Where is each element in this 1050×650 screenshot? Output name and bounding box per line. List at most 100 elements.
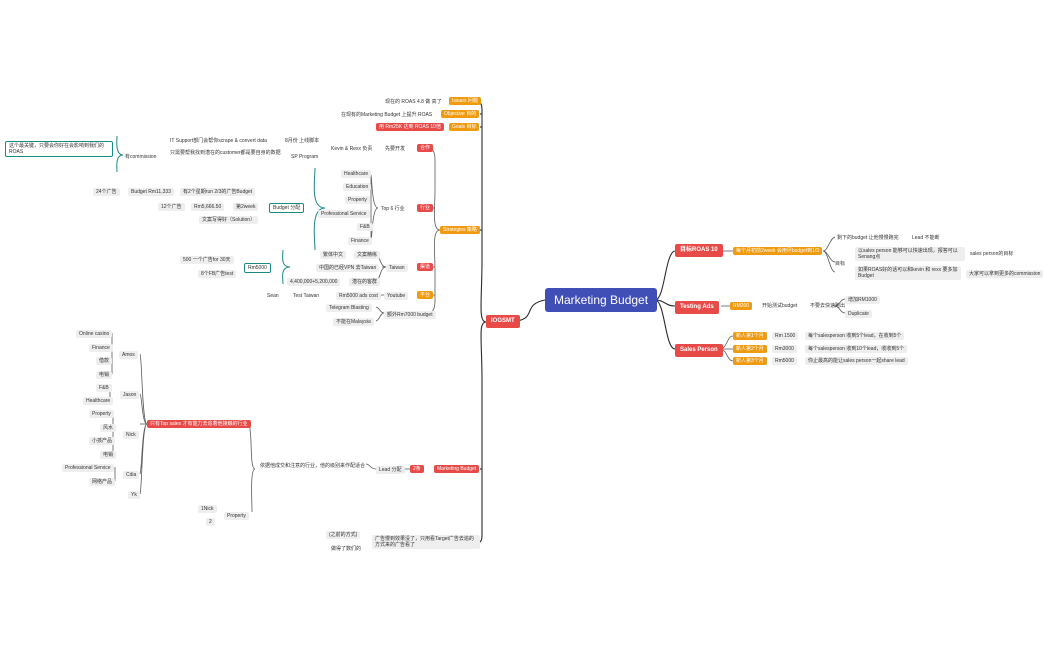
issues-text[interactable]: 现在的 ROAS 4.8 做 高了 (385, 99, 442, 105)
youtube-t2[interactable]: 额外Rm7000 budget (384, 311, 436, 319)
sales-month-2-text[interactable]: 每个salesperson 收到10个lead，收收到5个 (805, 345, 908, 353)
testing-tail[interactable]: 不要去快速跑出 (810, 303, 846, 309)
nick-item-2[interactable]: 风水 (100, 424, 117, 432)
cooperate-key-note[interactable]: 这个最关键，只要会你好在会影响到我们的ROAS (5, 141, 113, 157)
cooperate-commission[interactable]: 有commission (125, 154, 157, 160)
industry-item-property[interactable]: Property (345, 196, 370, 204)
sales-month-2-value[interactable]: Rm3000 (772, 345, 797, 353)
strategies-node[interactable]: Strategies 策略 (440, 226, 480, 234)
cooperate-it[interactable]: IT Support部门会帮你scrape & convert data (170, 138, 267, 144)
sales-month-3-text[interactable]: 你止最高的能让sales person一起share lead (805, 357, 908, 365)
property-item-1[interactable]: 1Nick (198, 505, 217, 513)
youtube-t1[interactable]: Telegram Blasting (326, 304, 372, 312)
taiwan-t1b[interactable]: 文案精练 (354, 251, 381, 259)
ads-note[interactable]: 广告慢到效果没了，只用看Target广告去追的方式来的广告看了 (372, 535, 480, 549)
goals-node[interactable]: Goals 目标 (449, 123, 480, 131)
roas-b[interactable]: 以sales person 能够可以快速出现，报答可以Senang点 (855, 247, 965, 261)
person-cdia[interactable]: Cdia (123, 471, 140, 479)
roas-c-tail[interactable]: 大家可以拿到更多的commission (966, 270, 1044, 278)
industry-item-fnb[interactable]: F&B (357, 223, 373, 231)
goals-text[interactable]: 用 Rm25K 达到 ROAS 10倍 (376, 123, 444, 131)
person-nick[interactable]: Nick (123, 431, 139, 439)
objective-node[interactable]: Objective 目的 (441, 110, 480, 118)
hub-node[interactable]: IOGSMT (486, 315, 520, 328)
taiwan-text[interactable]: Taiwan (386, 264, 408, 272)
sales-month-1-value[interactable]: Rm 1500 (772, 332, 799, 340)
industry-item-healthcare[interactable]: Healthcare (341, 170, 372, 178)
testing-tag[interactable]: RM200 (730, 302, 753, 310)
industry-b2[interactable]: 12个广告 (158, 203, 185, 211)
root-node[interactable]: Marketing Budget (545, 288, 658, 312)
marketing-top-sales-box[interactable]: 只有Top sales 才有能力去追着他接触的行业 (147, 420, 251, 428)
nick-item-1[interactable]: Property (89, 410, 114, 418)
industry-b1[interactable]: 24个广告 (93, 188, 120, 196)
jason-item-2[interactable]: Healthcare (83, 397, 114, 405)
industry-b1-text[interactable]: 有2个星期run 2/3的广告Budget (180, 188, 256, 196)
testing-option-2[interactable]: Duplicate (845, 310, 872, 318)
sales-person-node[interactable]: Sales Person (675, 344, 723, 357)
property-node[interactable]: Property (224, 512, 249, 520)
roas-node[interactable]: 目标ROAS 10 (675, 244, 723, 257)
ads-note-1[interactable]: (之前的方式) (326, 531, 361, 539)
testing-option-1[interactable]: 增加RM1000 (845, 296, 880, 304)
industry-b1-value[interactable]: Budget Rm11,333 (128, 188, 174, 196)
youtube-y2[interactable]: Test Taiwan (293, 293, 320, 299)
sales-month-1-text[interactable]: 每个salesperson 收到5个lead，在收到5个 (805, 332, 905, 340)
testing-ads-node[interactable]: Testing Ads (675, 301, 719, 314)
cooperate-who[interactable]: Kevin & Rexx 负责 (331, 146, 373, 152)
amos-item-2[interactable]: Finance (89, 344, 113, 352)
taiwan-r2[interactable]: 8个FB广告test (198, 270, 237, 278)
taiwan-tag[interactable]: 渠道 (417, 263, 434, 271)
amos-item-4[interactable]: 电销 (96, 371, 113, 379)
sales-month-3-value[interactable]: Rm5000 (772, 357, 797, 365)
sales-month-2[interactable]: 新人第2个月 (733, 345, 767, 353)
cdia-item-2[interactable]: 网络产品 (89, 478, 116, 486)
taiwan-t3b[interactable]: 潜在的客群 (349, 278, 381, 286)
marketing-tag[interactable]: 2条 (410, 465, 424, 473)
youtube-y1[interactable]: Rm5000 ads cost (336, 292, 381, 300)
industry-item-education[interactable]: Education (343, 183, 372, 191)
testing-text[interactable]: 开始测试budget (762, 303, 798, 309)
industry-item-professional[interactable]: Professional Service (318, 210, 370, 218)
sales-month-3[interactable]: 新人第3个月 (733, 357, 767, 365)
taiwan-t2[interactable]: 中国的已经VPN 去Taiwan (316, 264, 380, 272)
nick-item-4[interactable]: 电销 (100, 451, 117, 459)
cooperate-text[interactable]: 先要开发 (385, 146, 406, 152)
taiwan-t1[interactable]: 繁体中文 (320, 251, 347, 259)
roas-c[interactable]: 如果ROAS好的话可以和kevin 和 rexx 要多加Budget (855, 266, 961, 280)
cooperate-it-2[interactable]: 8月份 上线脚本 (285, 138, 320, 144)
marketing-budget-node[interactable]: Marketing Budget (434, 465, 480, 473)
industry-text[interactable]: Top 6 行业 (381, 206, 405, 212)
youtube-t3[interactable]: 不能在Malaysia (333, 318, 374, 326)
industry-tag[interactable]: 行业 (417, 204, 434, 212)
nick-item-3[interactable]: 小孩产品 (89, 437, 116, 445)
ads-note-2[interactable]: 做得了数们的 (331, 546, 362, 552)
person-yk[interactable]: Yk (128, 491, 140, 499)
industry-b2-text[interactable]: 第2week (233, 203, 259, 211)
youtube-tag[interactable]: 平台 (417, 291, 434, 299)
taiwan-r1[interactable]: 500 一个广告for 30天 (180, 256, 234, 264)
person-amos[interactable]: Amos (119, 351, 138, 359)
person-jason[interactable]: Jason (120, 391, 140, 399)
cooperate-sp[interactable]: 只需要帮我找到潜在的customer都是要自身的数据 (170, 150, 281, 156)
roas-b-tail[interactable]: sales person的目标 (970, 251, 1014, 257)
amos-item-3[interactable]: 借款 (96, 357, 113, 365)
roas-a[interactable]: 剩下的budget 让他慢慢跑完 (837, 235, 899, 241)
cooperate-tag[interactable]: 合作 (417, 144, 434, 152)
industry-item-finance[interactable]: Finance (348, 237, 372, 245)
objective-text[interactable]: 在现有的Marketing Budget 上提升 ROAS (341, 112, 433, 118)
marketing-lead[interactable]: Lead 分配 (376, 466, 405, 474)
youtube-text[interactable]: Youtube (384, 292, 409, 300)
industry-b3[interactable]: 文案写得好（Solution） (199, 216, 259, 224)
sales-month-1[interactable]: 新人第1个月 (733, 332, 767, 340)
youtube-y3[interactable]: Sean (267, 293, 279, 299)
roas-goal[interactable]: 目标 (835, 261, 846, 267)
issues-node[interactable]: Issues 问题 (449, 97, 481, 105)
taiwan-t3[interactable]: 4,400,000+5,200,000 (287, 278, 341, 286)
cooperate-sp-2[interactable]: SP Program (291, 154, 319, 160)
amos-item-1[interactable]: Online casino (76, 330, 113, 338)
roas-note[interactable]: 每个月初前2week 会用尽budget到1/3 (733, 247, 823, 255)
cdia-item-1[interactable]: Professional Service (62, 464, 114, 472)
jason-item-1[interactable]: F&B (96, 384, 112, 392)
industry-budget[interactable]: Budget 分配 (269, 203, 305, 213)
